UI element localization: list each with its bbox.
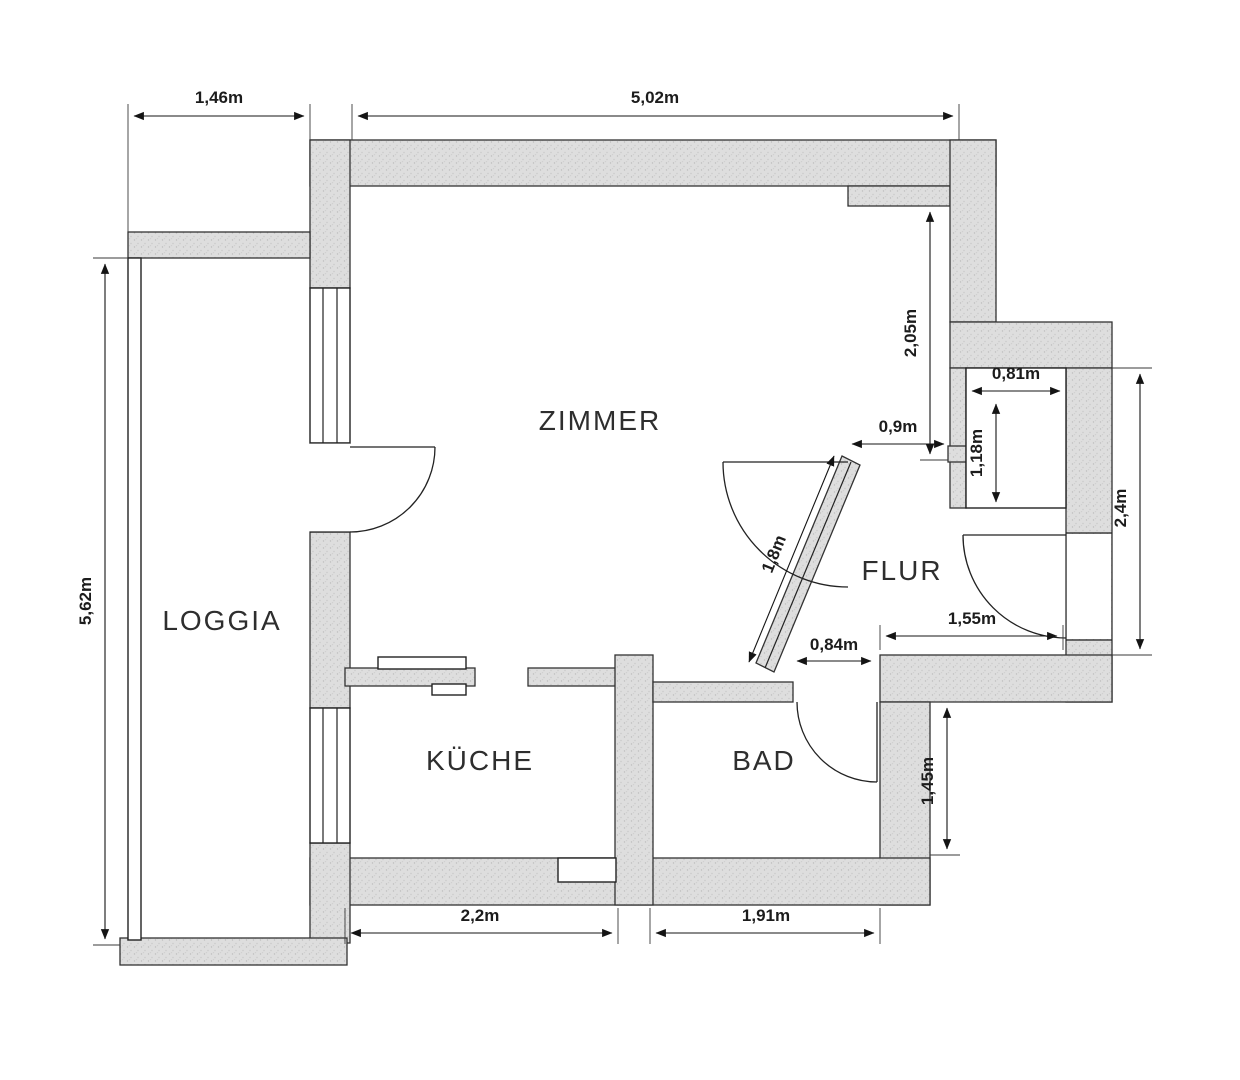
wall-left-lower [309,842,351,944]
kitchen-counter-step [431,683,467,696]
wall-flur-bottom [879,654,1113,703]
balcony-door-swing-arc [349,446,436,533]
bad-door-swing-arc [796,701,878,783]
dim-flur-width-label: 1,55m [948,609,996,628]
loggia-railing [127,257,142,941]
window-zimmer [309,287,351,444]
dimensions: 1,46m 5,02m 5,62m 2,05m 0,81m 1,18m 0,9m… [76,88,1152,946]
room-label-kueche: KÜCHE [426,745,534,776]
dim-diagonal-line [748,455,835,663]
wall-bad-top [652,681,794,703]
dim-loggia-width-label: 1,46m [195,88,243,107]
wall-top-beam [847,185,951,207]
dim-zimmer-door-label: 0,9m [879,417,918,436]
wall-left-middle [309,531,351,709]
balcony-door [349,446,436,533]
dim-bad-right-height-label: 1,45m [918,757,937,805]
wall-niche-left [949,367,967,509]
wall-kueche-top-1 [344,667,476,687]
wall-loggia-bottom [119,937,348,966]
room-labels: ZIMMER LOGGIA KÜCHE BAD FLUR [162,405,942,776]
dim-kueche-width-label: 2,2m [461,906,500,925]
dim-loggia-height-label: 5,62m [76,577,95,625]
dim-zimmer-width-label: 5,02m [631,88,679,107]
wall-right-step [949,321,1113,369]
room-label-bad: BAD [732,745,796,776]
dim-niche-height-label: 1,18m [967,429,986,477]
balcony-door-opening [310,443,350,532]
walls [119,139,1113,966]
window-kueche [309,707,351,844]
dim-diagonal-label: 1,8m [758,532,790,575]
dim-bad-width-label: 1,91m [742,906,790,925]
bottom-wall-notch [557,857,617,883]
dim-right-section-height-label: 2,4m [1111,489,1130,528]
room-label-loggia: LOGGIA [162,605,281,636]
entrance-opening [1067,534,1111,639]
dim-bad-door-label: 0,84m [810,635,858,654]
bad-door [796,701,878,783]
wall-flur-door-jamb [947,445,967,463]
wall-left-upper [309,139,351,289]
wall-right-upper [949,139,997,323]
wall-kueche-top-2 [527,667,619,687]
kitchen-counter [377,656,467,670]
wall-top [309,139,997,187]
dim-niche-width-label: 0,81m [992,364,1040,383]
room-label-zimmer: ZIMMER [539,405,661,436]
wall-loggia-top [127,231,311,259]
dim-zimmer-right-height-label: 2,05m [901,309,920,357]
wall-kueche-bad-divider [614,654,654,906]
room-label-flur: FLUR [861,555,942,586]
